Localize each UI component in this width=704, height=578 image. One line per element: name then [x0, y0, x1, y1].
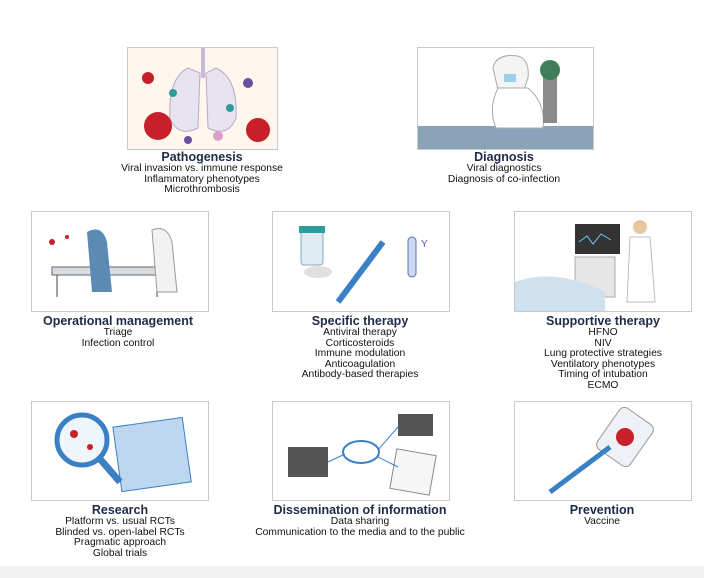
section-item: Global trials: [92, 547, 148, 559]
section-item: Communication to the media and to the pu…: [255, 526, 465, 538]
pathogenesis-illustration: [127, 47, 278, 150]
section-item: Antiviral therapy: [323, 327, 397, 338]
section-title: Dissemination of information: [273, 503, 447, 517]
section-title: Prevention: [569, 503, 635, 517]
prevention-illustration: [514, 401, 692, 501]
supportive-therapy-illustration: [514, 211, 692, 312]
section-item: ECMO: [587, 379, 619, 391]
section-item: Ventilatory phenotypes: [550, 358, 656, 370]
section-item: Infection control: [81, 337, 155, 349]
section-research: Research Platform vs. usual RCTs Blinded…: [0, 504, 250, 559]
section-item: Viral diagnostics: [466, 163, 542, 174]
section-dissemination: Dissemination of information Data sharin…: [230, 504, 490, 538]
section-diagnosis: Diagnosis Viral diagnostics Diagnosis of…: [374, 151, 634, 185]
section-item: Lung protective strategies: [544, 348, 662, 359]
section-supportive-therapy: Supportive therapy HFNO NIV Lung protect…: [473, 315, 704, 391]
section-item: Triage: [103, 327, 133, 338]
section-title: Supportive therapy: [546, 314, 660, 328]
section-item: Blinded vs. open-label RCTs: [55, 526, 185, 538]
section-title: Diagnosis: [474, 150, 534, 164]
diagnosis-illustration: [417, 47, 594, 150]
section-item: Data sharing: [330, 516, 390, 527]
section-item: Viral invasion vs. immune response: [121, 163, 283, 174]
section-item: HFNO: [588, 327, 618, 338]
operational-management-illustration: [31, 211, 209, 312]
section-prevention: Prevention Vaccine: [472, 504, 704, 528]
section-item: Antibody-based therapies: [301, 369, 419, 380]
section-item: Anticoagulation: [324, 358, 396, 370]
section-operational-management: Operational management Triage Infection …: [0, 315, 248, 349]
bottom-strip: [0, 566, 704, 578]
specific-therapy-illustration: Y: [272, 211, 450, 312]
section-title: Research: [91, 503, 149, 517]
section-specific-therapy: Specific therapy Antiviral therapy Corti…: [230, 315, 490, 381]
section-item: Platform vs. usual RCTs: [65, 516, 175, 527]
section-item: Vaccine: [584, 516, 620, 527]
section-item: Immune modulation: [314, 348, 406, 359]
section-item: Corticosteroids: [325, 337, 395, 349]
research-illustration: [31, 401, 209, 501]
section-item: Pragmatic approach: [73, 537, 167, 548]
section-title: Specific therapy: [311, 314, 409, 328]
section-pathogenesis: Pathogenesis Viral invasion vs. immune r…: [72, 151, 332, 196]
section-item: Timing of intubation: [558, 369, 648, 380]
svg-text:Y: Y: [421, 239, 428, 250]
dissemination-illustration: [272, 401, 450, 501]
section-item: Microthrombosis: [164, 184, 240, 195]
section-title: Operational management: [42, 314, 194, 328]
section-item: Inflammatory phenotypes: [144, 173, 260, 185]
section-item: Diagnosis of co-infection: [447, 173, 561, 185]
section-item: NIV: [594, 337, 612, 349]
section-title: Pathogenesis: [161, 150, 243, 164]
